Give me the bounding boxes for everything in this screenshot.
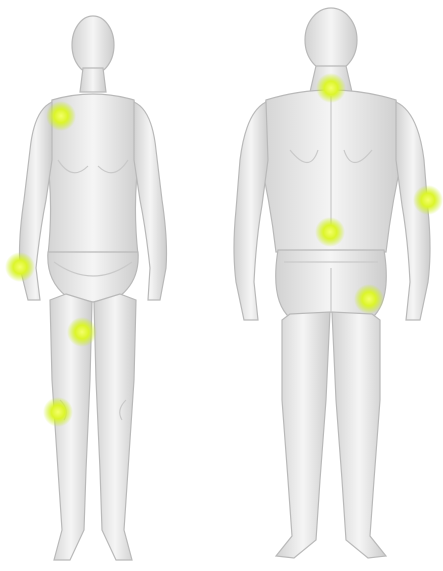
marker-back-lower-back	[315, 217, 345, 247]
marker-front-left-thigh	[67, 317, 97, 347]
marker-back-right-hip	[354, 284, 384, 314]
marker-front-left-shoulder	[46, 101, 76, 131]
front-figure	[20, 16, 167, 560]
marker-back-neck	[316, 73, 346, 103]
marker-back-left-elbow	[413, 185, 443, 215]
marker-front-right-knee	[43, 397, 73, 427]
marker-front-right-wrist	[5, 252, 35, 282]
